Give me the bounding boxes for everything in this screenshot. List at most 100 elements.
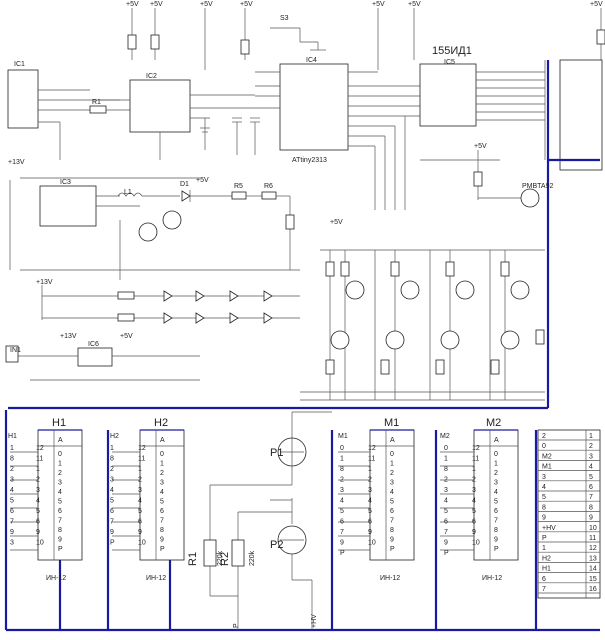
label-hv: +HV bbox=[311, 614, 318, 628]
tube-pin-number: 11 bbox=[368, 456, 375, 463]
tube-pin-number: 9 bbox=[36, 529, 40, 536]
label-13v-bottom: +13V bbox=[60, 333, 77, 340]
label-ic2: IC2 bbox=[146, 73, 157, 80]
tube-m2-input: M2 bbox=[440, 433, 450, 440]
tube-inner-labels: A0123456789P18234567931211123456910A0123… bbox=[10, 437, 499, 557]
tube-pin-label: 8 bbox=[110, 456, 114, 463]
tube-inner-pin: A bbox=[160, 437, 165, 444]
tube-inner-pin: 8 bbox=[494, 527, 498, 534]
label-5v-mid: +5V bbox=[196, 177, 209, 184]
tube-pin-number: 6 bbox=[36, 519, 40, 526]
tube-pin-number: 12 bbox=[138, 445, 146, 452]
tube-inner-pin: 8 bbox=[390, 527, 394, 534]
tube-pin-number: 10 bbox=[138, 540, 146, 547]
tube-inner-pin: 2 bbox=[58, 470, 62, 477]
connector-signal: 8 bbox=[542, 504, 546, 511]
label-5v-matrix: +5V bbox=[330, 219, 343, 226]
tube-inner-pin: 1 bbox=[494, 461, 498, 468]
tube-m1-type: ИН-12 bbox=[380, 575, 400, 582]
tube-inner-pin: 3 bbox=[58, 480, 62, 487]
connector-signal: 6 bbox=[542, 576, 546, 583]
upper-circuit bbox=[5, 8, 605, 401]
tube-pin-number: 4 bbox=[138, 498, 142, 505]
connector-signal: 0 bbox=[542, 443, 546, 450]
tube-pin-number: 11 bbox=[36, 456, 43, 463]
ic2-chip bbox=[129, 79, 191, 133]
resistor-r1 bbox=[203, 539, 217, 567]
tube-pin-number: 12 bbox=[36, 445, 44, 452]
tube-pin-label: 7 bbox=[110, 519, 114, 526]
tube-pin-label: 0 bbox=[444, 445, 448, 452]
tube-pin-number: 6 bbox=[138, 519, 142, 526]
tube-pin-number: 12 bbox=[472, 445, 480, 452]
tube-pin-number: 4 bbox=[368, 498, 372, 505]
tube-pin-number: 11 bbox=[472, 456, 479, 463]
label-13v-mid: +13V bbox=[36, 279, 53, 286]
connector-pin: 6 bbox=[589, 484, 593, 491]
connector-signal: H1 bbox=[542, 566, 551, 573]
tube-inner-pin: 9 bbox=[494, 537, 498, 544]
connector-pin: 4 bbox=[589, 464, 593, 471]
tube-inner-pin: 1 bbox=[390, 461, 394, 468]
tube-pin-number: 2 bbox=[138, 477, 142, 484]
tube-pin-label: 7 bbox=[340, 529, 344, 536]
tube-pin-number: 10 bbox=[36, 540, 44, 547]
tube-pin-label: 5 bbox=[444, 508, 448, 515]
tube-inner-pin: A bbox=[390, 437, 395, 444]
tube-inner-pin: 7 bbox=[160, 518, 164, 525]
tube-inner-pin: 5 bbox=[390, 499, 394, 506]
tube-pin-label: 3 bbox=[340, 487, 344, 494]
tube-pin-number: 4 bbox=[472, 498, 476, 505]
connector-signal: 9 bbox=[542, 515, 546, 522]
label-l1: L1 bbox=[124, 189, 132, 196]
tube-pin-number: 2 bbox=[472, 477, 476, 484]
tube-m2-title: M2 bbox=[486, 417, 501, 429]
tube-pin-number: 9 bbox=[138, 529, 142, 536]
tube-inner-pin: 9 bbox=[390, 537, 394, 544]
connector-signal: P bbox=[542, 535, 547, 542]
tube-pin-label: 3 bbox=[110, 477, 114, 484]
ic4-attiny2313 bbox=[279, 63, 349, 151]
tube-pin-label: 9 bbox=[110, 529, 114, 536]
tube-inner-pin: 6 bbox=[160, 508, 164, 515]
tube-inner-pin: 7 bbox=[58, 518, 62, 525]
tube-inner-pin: 1 bbox=[160, 461, 164, 468]
tube-pin-label: 5 bbox=[110, 498, 114, 505]
tube-pin-number: 10 bbox=[472, 540, 480, 547]
label-d1: D1 bbox=[180, 181, 189, 188]
tube-m1 bbox=[369, 429, 415, 561]
label-r2-value: 220k bbox=[249, 550, 256, 566]
tube-h2-input: H2 bbox=[110, 433, 119, 440]
tube-inner-pin: 6 bbox=[390, 508, 394, 515]
ic1-chip bbox=[7, 69, 39, 129]
tube-pin-label: 7 bbox=[10, 519, 14, 526]
tube-inner-pin: A bbox=[494, 437, 499, 444]
tube-pin-number: 1 bbox=[472, 466, 476, 473]
label-attiny: ATtiny2313 bbox=[292, 157, 327, 164]
label-5v-top4: +5V bbox=[240, 1, 253, 8]
tube-pin-label: 8 bbox=[10, 456, 14, 463]
tube-inner-pin: 8 bbox=[58, 527, 62, 534]
tube-pin-label: 2 bbox=[444, 477, 448, 484]
tube-inner-pin: 4 bbox=[494, 489, 498, 496]
ic5-155id1 bbox=[419, 63, 477, 127]
tube-m1-input: M1 bbox=[338, 433, 348, 440]
tube-inner-pin: 5 bbox=[58, 499, 62, 506]
tube-pin-number: 9 bbox=[472, 529, 476, 536]
tube-pin-label: 6 bbox=[444, 519, 448, 526]
connector-pin: 11 bbox=[589, 535, 596, 542]
tube-pin-number: 3 bbox=[368, 487, 372, 494]
tube-pin-label: 9 bbox=[10, 529, 14, 536]
connector-pin: 1 bbox=[589, 433, 593, 440]
tube-pin-number: 10 bbox=[368, 540, 376, 547]
tube-inner-pin: P bbox=[160, 546, 165, 553]
label-s3: S3 bbox=[280, 15, 289, 22]
ic6-regulator bbox=[77, 347, 113, 367]
label-r1-value: 220k bbox=[217, 550, 224, 566]
tube-m2-type: ИН-12 bbox=[482, 575, 502, 582]
tube-inner-pin: 0 bbox=[58, 451, 62, 458]
tube-inner-pin: 9 bbox=[58, 537, 62, 544]
tube-pin-number: 5 bbox=[36, 508, 40, 515]
connector-signal: 1 bbox=[542, 545, 546, 552]
